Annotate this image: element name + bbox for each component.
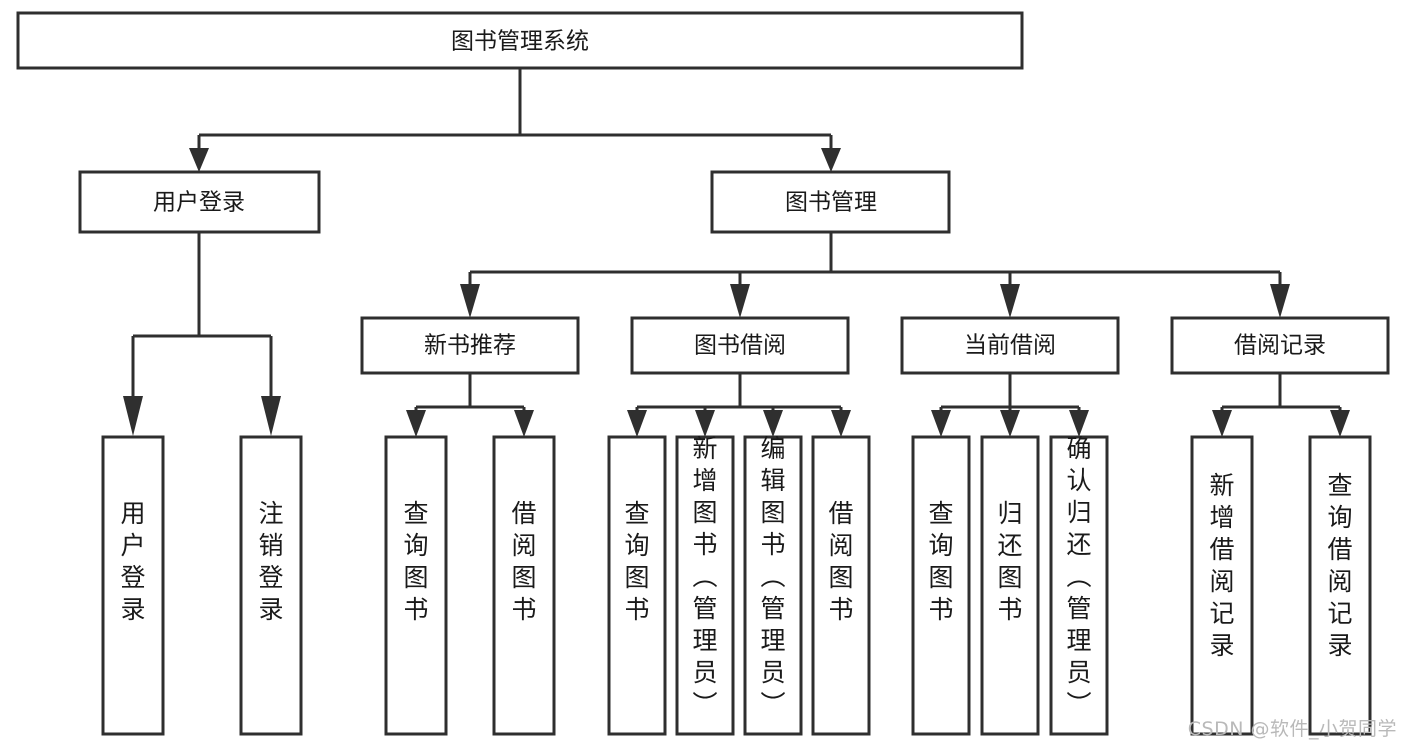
leaf-current-borrow-1-box <box>911 435 971 736</box>
leaf-borrow-book-2[interactable]: 新增图书︵管理员︶ <box>675 434 735 736</box>
node-book-management-box <box>710 170 951 234</box>
leaf-borrow-book-4-label: 借阅图书 <box>828 499 853 624</box>
arrow-head-borrowbook-leaf-3 <box>763 410 783 437</box>
node-user-login[interactable]: 用户登录 <box>78 170 321 234</box>
arrow-head-newbook-leaf-2 <box>514 410 534 437</box>
node-current-borrow[interactable]: 当前借阅 <box>900 316 1120 375</box>
node-root-box <box>16 11 1024 70</box>
leaf-user-login-1-box <box>101 435 165 736</box>
leaf-new-book-1-label: 查询图书 <box>403 499 428 624</box>
leaf-current-borrow-1[interactable]: 查询图书 <box>911 435 971 736</box>
leaf-new-book-2[interactable]: 借阅图书 <box>492 435 556 736</box>
node-user-login-label: 用户登录 <box>153 190 245 216</box>
leaf-borrow-book-2-label: 新增图书︵管理员︶ <box>692 434 717 719</box>
leaf-new-book-1[interactable]: 查询图书 <box>384 435 448 736</box>
node-new-book-recommend-label: 新书推荐 <box>424 333 516 359</box>
leaf-user-login-2[interactable]: 注销登录 <box>239 435 303 736</box>
node-borrow-record-label: 借阅记录 <box>1234 333 1326 359</box>
node-book-borrow-box <box>630 316 850 375</box>
leaf-borrow-book-3-box <box>743 435 803 736</box>
arrow-head-bookmgmt <box>821 148 841 172</box>
arrow-head-login-leaf-1 <box>123 396 143 436</box>
connector-layer <box>123 68 1350 437</box>
leaf-borrow-record-1[interactable]: 新增借阅记录 <box>1190 435 1254 736</box>
arrow-head-borrowrecord-leaf-1 <box>1212 410 1232 437</box>
arrow-head-borrowbook-leaf-4 <box>831 410 851 437</box>
node-current-borrow-label: 当前借阅 <box>964 333 1056 359</box>
arrow-head-borrowbook-leaf-1 <box>627 410 647 437</box>
leaf-current-borrow-1-label: 查询图书 <box>928 499 953 624</box>
leaf-user-login-2-box <box>239 435 303 736</box>
leaf-borrow-book-4[interactable]: 借阅图书 <box>811 435 871 736</box>
node-new-book-recommend-box <box>360 316 580 375</box>
leaf-current-borrow-3-label: 确认归还︵管理员︶ <box>1066 434 1091 719</box>
leaf-user-login-1-label: 用户登录 <box>120 499 145 624</box>
leaf-borrow-book-1-box <box>607 435 667 736</box>
node-book-management-label: 图书管理 <box>785 190 877 216</box>
leaf-current-borrow-2[interactable]: 归还图书 <box>980 435 1040 736</box>
node-user-login-box <box>78 170 321 234</box>
leaf-current-borrow-2-label: 归还图书 <box>997 499 1022 624</box>
arrow-head-borrowbook <box>730 284 750 318</box>
arrow-head-login-leaf-2 <box>261 396 281 436</box>
arrow-head-login <box>189 148 209 172</box>
arrow-head-newbook-leaf-1 <box>406 410 426 437</box>
leaf-user-login-2-label: 注销登录 <box>258 499 283 624</box>
leaf-current-borrow-3-box <box>1049 435 1109 736</box>
leaf-borrow-book-2-box <box>675 435 735 736</box>
leaf-borrow-record-1-label: 新增借阅记录 <box>1209 471 1234 660</box>
leaf-current-borrow-2-box <box>980 435 1040 736</box>
leaf-borrow-book-1-label: 查询图书 <box>624 499 649 624</box>
leaf-new-book-1-box <box>384 435 448 736</box>
node-borrow-record[interactable]: 借阅记录 <box>1170 316 1390 375</box>
arrow-head-borrowrecord-leaf-2 <box>1330 410 1350 437</box>
leaf-borrow-book-4-box <box>811 435 871 736</box>
node-root-label: 图书管理系统 <box>451 29 589 55</box>
arrow-head-currentborrow-leaf-1 <box>931 410 951 437</box>
node-book-management[interactable]: 图书管理 <box>710 170 951 234</box>
arrow-head-borrowbook-leaf-2 <box>695 410 715 437</box>
leaf-borrow-book-1[interactable]: 查询图书 <box>607 435 667 736</box>
node-current-borrow-box <box>900 316 1120 375</box>
arrow-head-currentborrow-leaf-3 <box>1069 410 1089 437</box>
node-root-system[interactable]: 图书管理系统 <box>16 11 1024 70</box>
node-book-borrow[interactable]: 图书借阅 <box>630 316 850 375</box>
leaf-current-borrow-3[interactable]: 确认归还︵管理员︶ <box>1049 434 1109 736</box>
leaf-borrow-record-2-label: 查询借阅记录 <box>1327 471 1352 660</box>
node-borrow-record-box <box>1170 316 1390 375</box>
leaf-new-book-2-box <box>492 435 556 736</box>
arrow-head-currentborrow-leaf-2 <box>1000 410 1020 437</box>
leaf-borrow-record-1-box <box>1190 435 1254 736</box>
arrow-head-newbook <box>460 284 480 318</box>
leaf-borrow-record-2-box <box>1308 435 1372 736</box>
node-book-borrow-label: 图书借阅 <box>694 333 786 359</box>
leaf-borrow-book-3[interactable]: 编辑图书︵管理员︶ <box>743 434 803 736</box>
arrow-head-borrowrecord <box>1270 284 1290 318</box>
leaf-new-book-2-label: 借阅图书 <box>511 499 536 624</box>
node-new-book-recommend[interactable]: 新书推荐 <box>360 316 580 375</box>
leaf-borrow-record-2[interactable]: 查询借阅记录 <box>1308 435 1372 736</box>
arrow-head-currentborrow <box>1000 284 1020 318</box>
leaf-user-login-1[interactable]: 用户登录 <box>101 435 165 736</box>
leaf-borrow-book-3-label: 编辑图书︵管理员︶ <box>760 434 785 719</box>
